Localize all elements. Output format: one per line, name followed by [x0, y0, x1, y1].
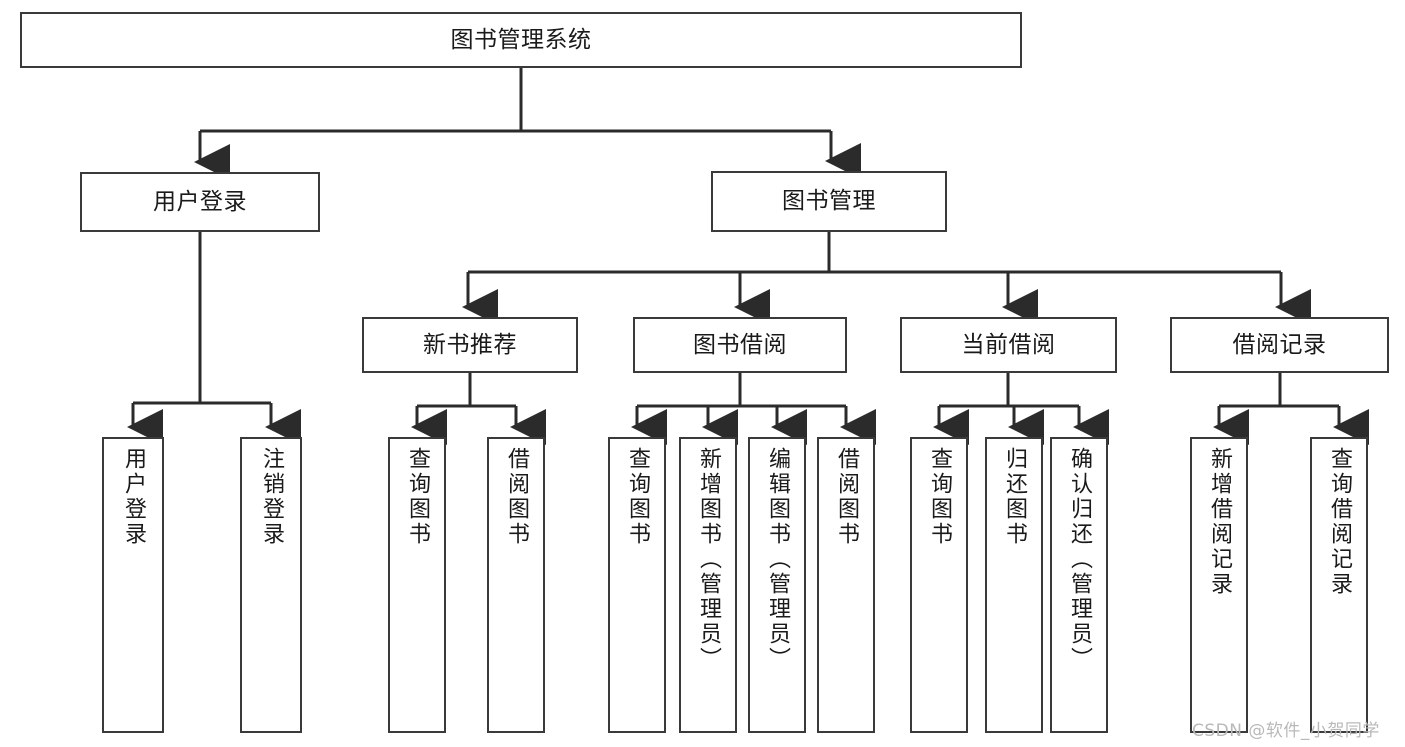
node-label: 借阅图书 — [834, 447, 859, 547]
node-label: 新书推荐 — [423, 331, 517, 358]
node-book-management[interactable]: 图书管理 — [711, 171, 947, 232]
node-new-book-recommendation[interactable]: 新书推荐 — [362, 317, 578, 373]
node-borrowing-records[interactable]: 借阅记录 — [1170, 317, 1389, 373]
node-label: 归还图书 — [1002, 447, 1027, 547]
node-label: 当前借阅 — [961, 331, 1056, 358]
node-label: 图书借阅 — [693, 331, 787, 358]
node-label: 借阅记录 — [1232, 331, 1327, 358]
leaf-user-login[interactable]: 用户登录 — [102, 437, 164, 733]
node-label: 新增图书（管理员） — [696, 447, 721, 672]
node-label: 新增借阅记录 — [1207, 447, 1232, 597]
node-current-borrowing[interactable]: 当前借阅 — [900, 317, 1117, 373]
node-label: 用户登录 — [153, 188, 247, 215]
node-book-borrowing[interactable]: 图书借阅 — [633, 317, 847, 373]
leaf-query-borrowing-record[interactable]: 查询借阅记录 — [1310, 437, 1368, 733]
node-label: 编辑图书（管理员） — [765, 447, 790, 672]
node-label: 查询图书 — [625, 447, 650, 547]
node-root-system[interactable]: 图书管理系统 — [20, 12, 1022, 68]
node-label: 查询图书 — [405, 447, 430, 547]
node-label: 确认归还（管理员） — [1067, 447, 1092, 672]
leaf-query-books-borrowing[interactable]: 查询图书 — [608, 437, 666, 733]
node-label: 借阅图书 — [504, 447, 529, 547]
leaf-confirm-return-admin[interactable]: 确认归还（管理员） — [1050, 437, 1108, 733]
node-label: 查询借阅记录 — [1327, 447, 1352, 597]
leaf-borrow-books[interactable]: 借阅图书 — [817, 437, 875, 733]
csdn-watermark: CSDN @软件_小贺同学 — [1192, 721, 1380, 741]
node-user-login[interactable]: 用户登录 — [80, 172, 320, 232]
leaf-borrow-books-recommendation[interactable]: 借阅图书 — [487, 437, 545, 733]
node-label: 用户登录 — [121, 447, 146, 547]
leaf-add-book-admin[interactable]: 新增图书（管理员） — [679, 437, 737, 733]
leaf-add-borrowing-record[interactable]: 新增借阅记录 — [1190, 437, 1248, 733]
leaf-edit-book-admin[interactable]: 编辑图书（管理员） — [748, 437, 806, 733]
leaf-logout[interactable]: 注销登录 — [240, 437, 302, 733]
leaf-query-books-recommendation[interactable]: 查询图书 — [388, 437, 446, 733]
node-label: 查询图书 — [927, 447, 952, 547]
leaf-query-books-current[interactable]: 查询图书 — [910, 437, 968, 733]
node-label: 注销登录 — [259, 447, 284, 547]
node-label: 图书管理 — [782, 188, 876, 215]
node-label: 图书管理系统 — [450, 26, 592, 53]
leaf-return-books[interactable]: 归还图书 — [985, 437, 1043, 733]
